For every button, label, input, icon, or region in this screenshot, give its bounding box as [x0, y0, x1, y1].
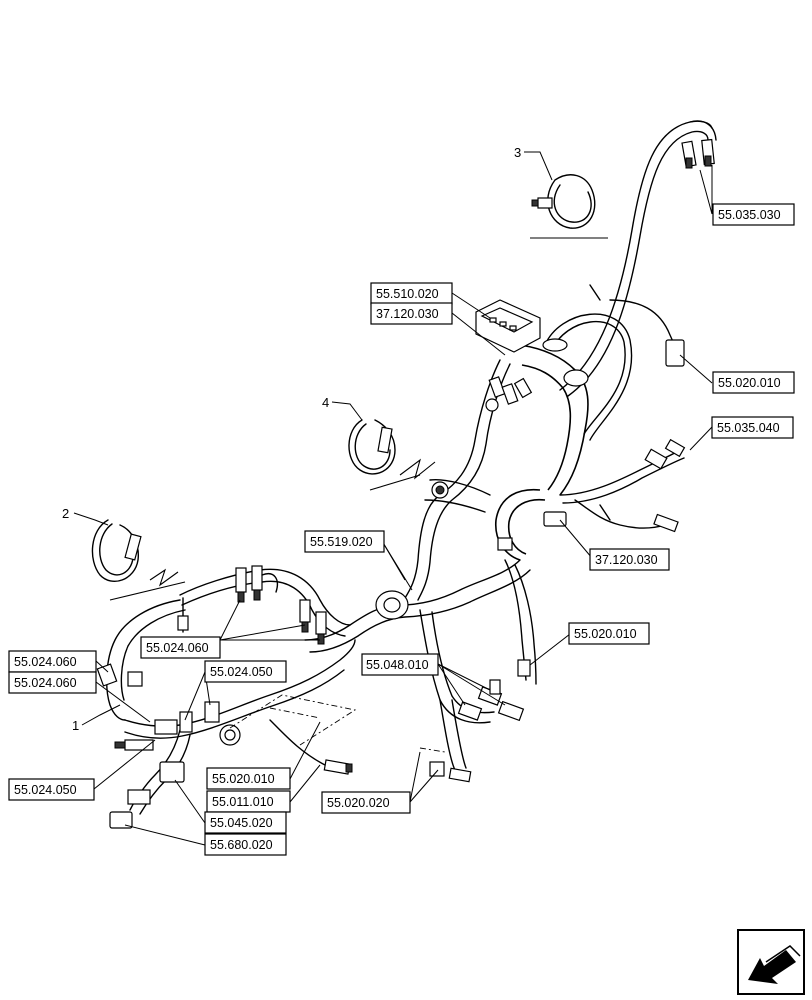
harness-artwork: [91, 120, 717, 829]
ref-55-048-010[interactable]: 55.048.010: [361, 653, 439, 676]
svg-text:55.024.050: 55.024.050: [210, 665, 273, 679]
ref-55-510-020[interactable]: 55.510.020: [370, 282, 453, 305]
ref-55-011-010[interactable]: 55.011.010: [206, 790, 291, 813]
callout-4: 4: [322, 395, 329, 410]
ref-55-020-010-mid[interactable]: 55.020.010: [568, 622, 650, 645]
svg-text:55.020.010: 55.020.010: [212, 772, 275, 786]
ref-55-024-060-left-2[interactable]: 55.024.060: [8, 671, 97, 694]
svg-text:55.024.060: 55.024.060: [146, 641, 209, 655]
ref-55-035-040[interactable]: 55.035.040: [711, 416, 794, 439]
leader-lines: [73, 151, 713, 846]
ref-55-020-010-right[interactable]: 55.020.010: [712, 371, 795, 394]
svg-text:55.048.010: 55.048.010: [366, 658, 429, 672]
svg-text:55.035.040: 55.035.040: [717, 421, 780, 435]
svg-text:55.024.060: 55.024.060: [14, 655, 77, 669]
ref-55-035-030[interactable]: 55.035.030: [712, 203, 795, 226]
ref-55-680-020[interactable]: 55.680.020: [204, 833, 287, 856]
ref-55-024-060-mid[interactable]: 55.024.060: [140, 636, 221, 659]
svg-text:37.120.030: 37.120.030: [376, 307, 439, 321]
ref-55-020-010-bottom[interactable]: 55.020.010: [206, 767, 291, 790]
cable-tie-2: [91, 519, 142, 582]
cable-tie-3: [531, 174, 596, 229]
svg-text:55.024.050: 55.024.050: [14, 783, 77, 797]
svg-text:55.519.020: 55.519.020: [310, 535, 373, 549]
svg-text:55.020.010: 55.020.010: [718, 376, 781, 390]
svg-text:55.510.020: 55.510.020: [376, 287, 439, 301]
ref-55-020-020[interactable]: 55.020.020: [321, 791, 411, 814]
next-page-arrow-icon[interactable]: [737, 929, 805, 995]
callout-2: 2: [62, 506, 69, 521]
ref-55-024-050-top[interactable]: 55.024.050: [204, 660, 287, 683]
cable-tie-4: [348, 419, 396, 475]
ref-55-519-020[interactable]: 55.519.020: [304, 530, 385, 553]
svg-text:55.045.020: 55.045.020: [210, 816, 273, 830]
svg-text:55.020.010: 55.020.010: [574, 627, 637, 641]
ref-37-120-030-top[interactable]: 37.120.030: [370, 302, 453, 325]
svg-text:55.011.010: 55.011.010: [212, 795, 274, 809]
ref-55-024-050-bottom[interactable]: 55.024.050: [8, 778, 95, 801]
item-callouts: 1 2 3 4: [62, 145, 521, 733]
ref-55-024-060-left-1[interactable]: 55.024.060: [8, 650, 97, 673]
ref-37-120-030-right[interactable]: 37.120.030: [589, 548, 670, 571]
callout-1: 1: [72, 718, 79, 733]
svg-text:37.120.030: 37.120.030: [595, 553, 658, 567]
svg-text:55.020.020: 55.020.020: [327, 796, 390, 810]
svg-text:55.035.030: 55.035.030: [718, 208, 781, 222]
reference-labels: 55.035.030 55.510.020 37.120.030 55.020.…: [8, 203, 795, 856]
callout-3: 3: [514, 145, 521, 160]
svg-text:55.680.020: 55.680.020: [210, 838, 273, 852]
svg-text:55.024.060: 55.024.060: [14, 676, 77, 690]
junction-block: [475, 299, 541, 353]
ref-55-045-020[interactable]: 55.045.020: [204, 811, 287, 834]
